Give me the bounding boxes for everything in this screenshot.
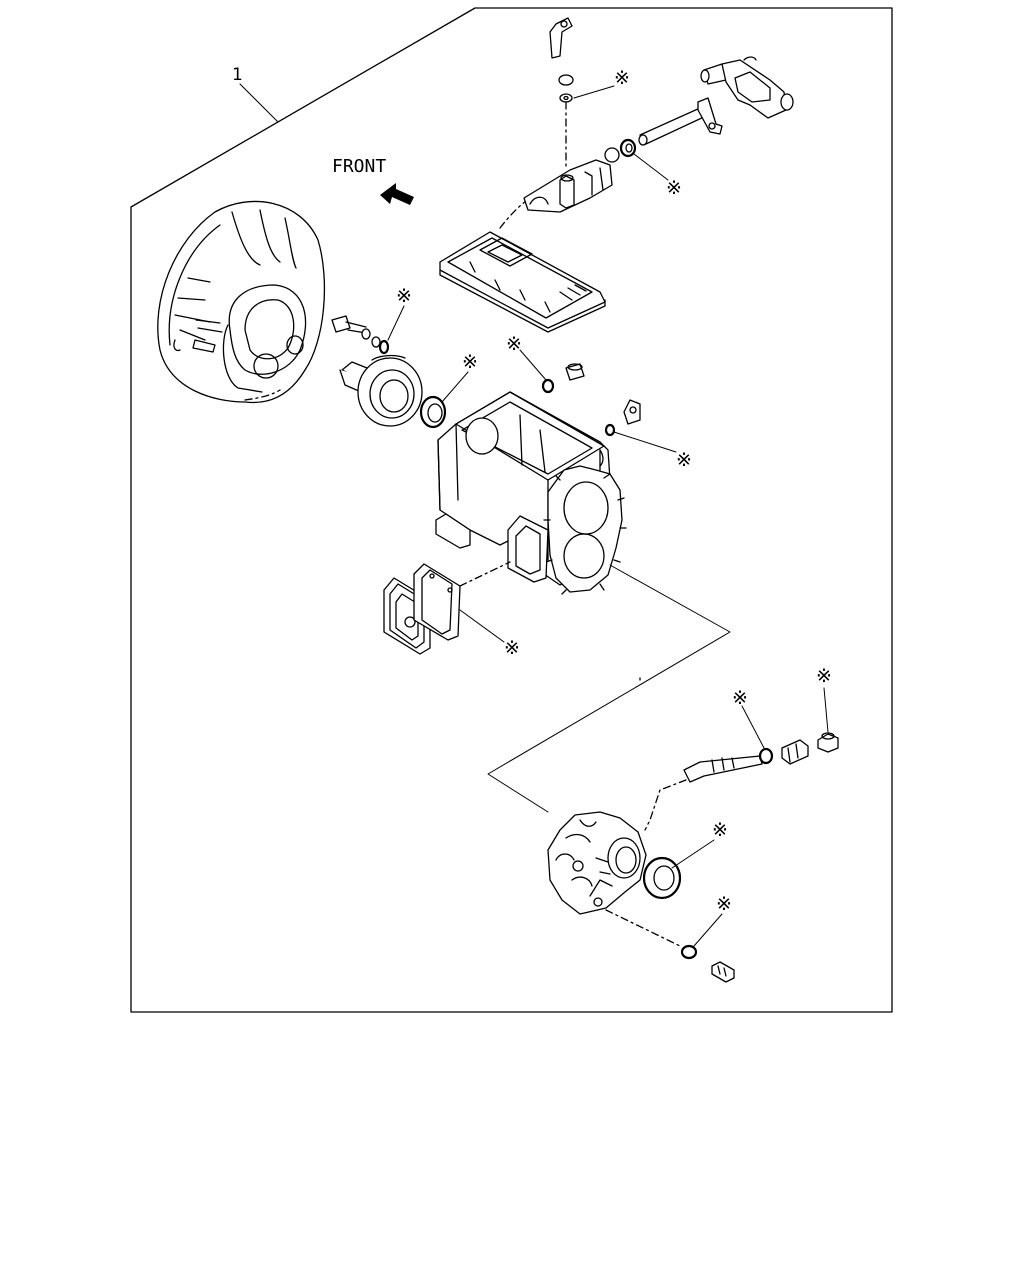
assembly-guide-line — [487, 564, 731, 813]
bearing-retainer — [339, 354, 423, 427]
shift-shaft — [638, 97, 723, 146]
part-number-label: 1 — [232, 65, 243, 85]
housing-bolt — [331, 315, 390, 355]
extension-housing — [547, 811, 647, 915]
replace-mark: ※ — [716, 893, 732, 915]
replace-mark: ※ — [712, 819, 728, 841]
oil-seal — [419, 395, 447, 429]
shift-cylinder — [700, 56, 794, 119]
replace-mark: ※ — [732, 687, 748, 709]
o-ring — [605, 909, 698, 960]
pto-cover — [383, 561, 511, 655]
transmission-case — [435, 391, 627, 595]
replace-mark: ※ — [504, 637, 520, 659]
replace-mark: ※ — [396, 285, 412, 307]
replace-mark: ※ — [666, 177, 682, 199]
replace-mark: ※ — [614, 67, 630, 89]
extension-bolt — [711, 961, 735, 983]
clutch-housing — [157, 200, 326, 404]
rear-oil-seal — [642, 856, 682, 900]
breather-bracket — [604, 399, 641, 437]
kit-boundary — [130, 7, 893, 1013]
replace-mark: ※ — [506, 333, 522, 355]
replace-mark: ※ — [462, 351, 478, 373]
replace-mark: ※ — [816, 665, 832, 687]
replace-mark: ※ — [676, 449, 692, 471]
part-number-leader — [239, 83, 279, 123]
front-label: FRONT — [332, 156, 386, 177]
speedometer-sleeve — [781, 732, 839, 765]
front-arrow-icon — [380, 183, 414, 205]
top-cover — [439, 197, 606, 333]
shift-quadrant — [523, 17, 637, 213]
speedometer-pinion — [644, 747, 774, 831]
drain-plug — [541, 363, 585, 394]
